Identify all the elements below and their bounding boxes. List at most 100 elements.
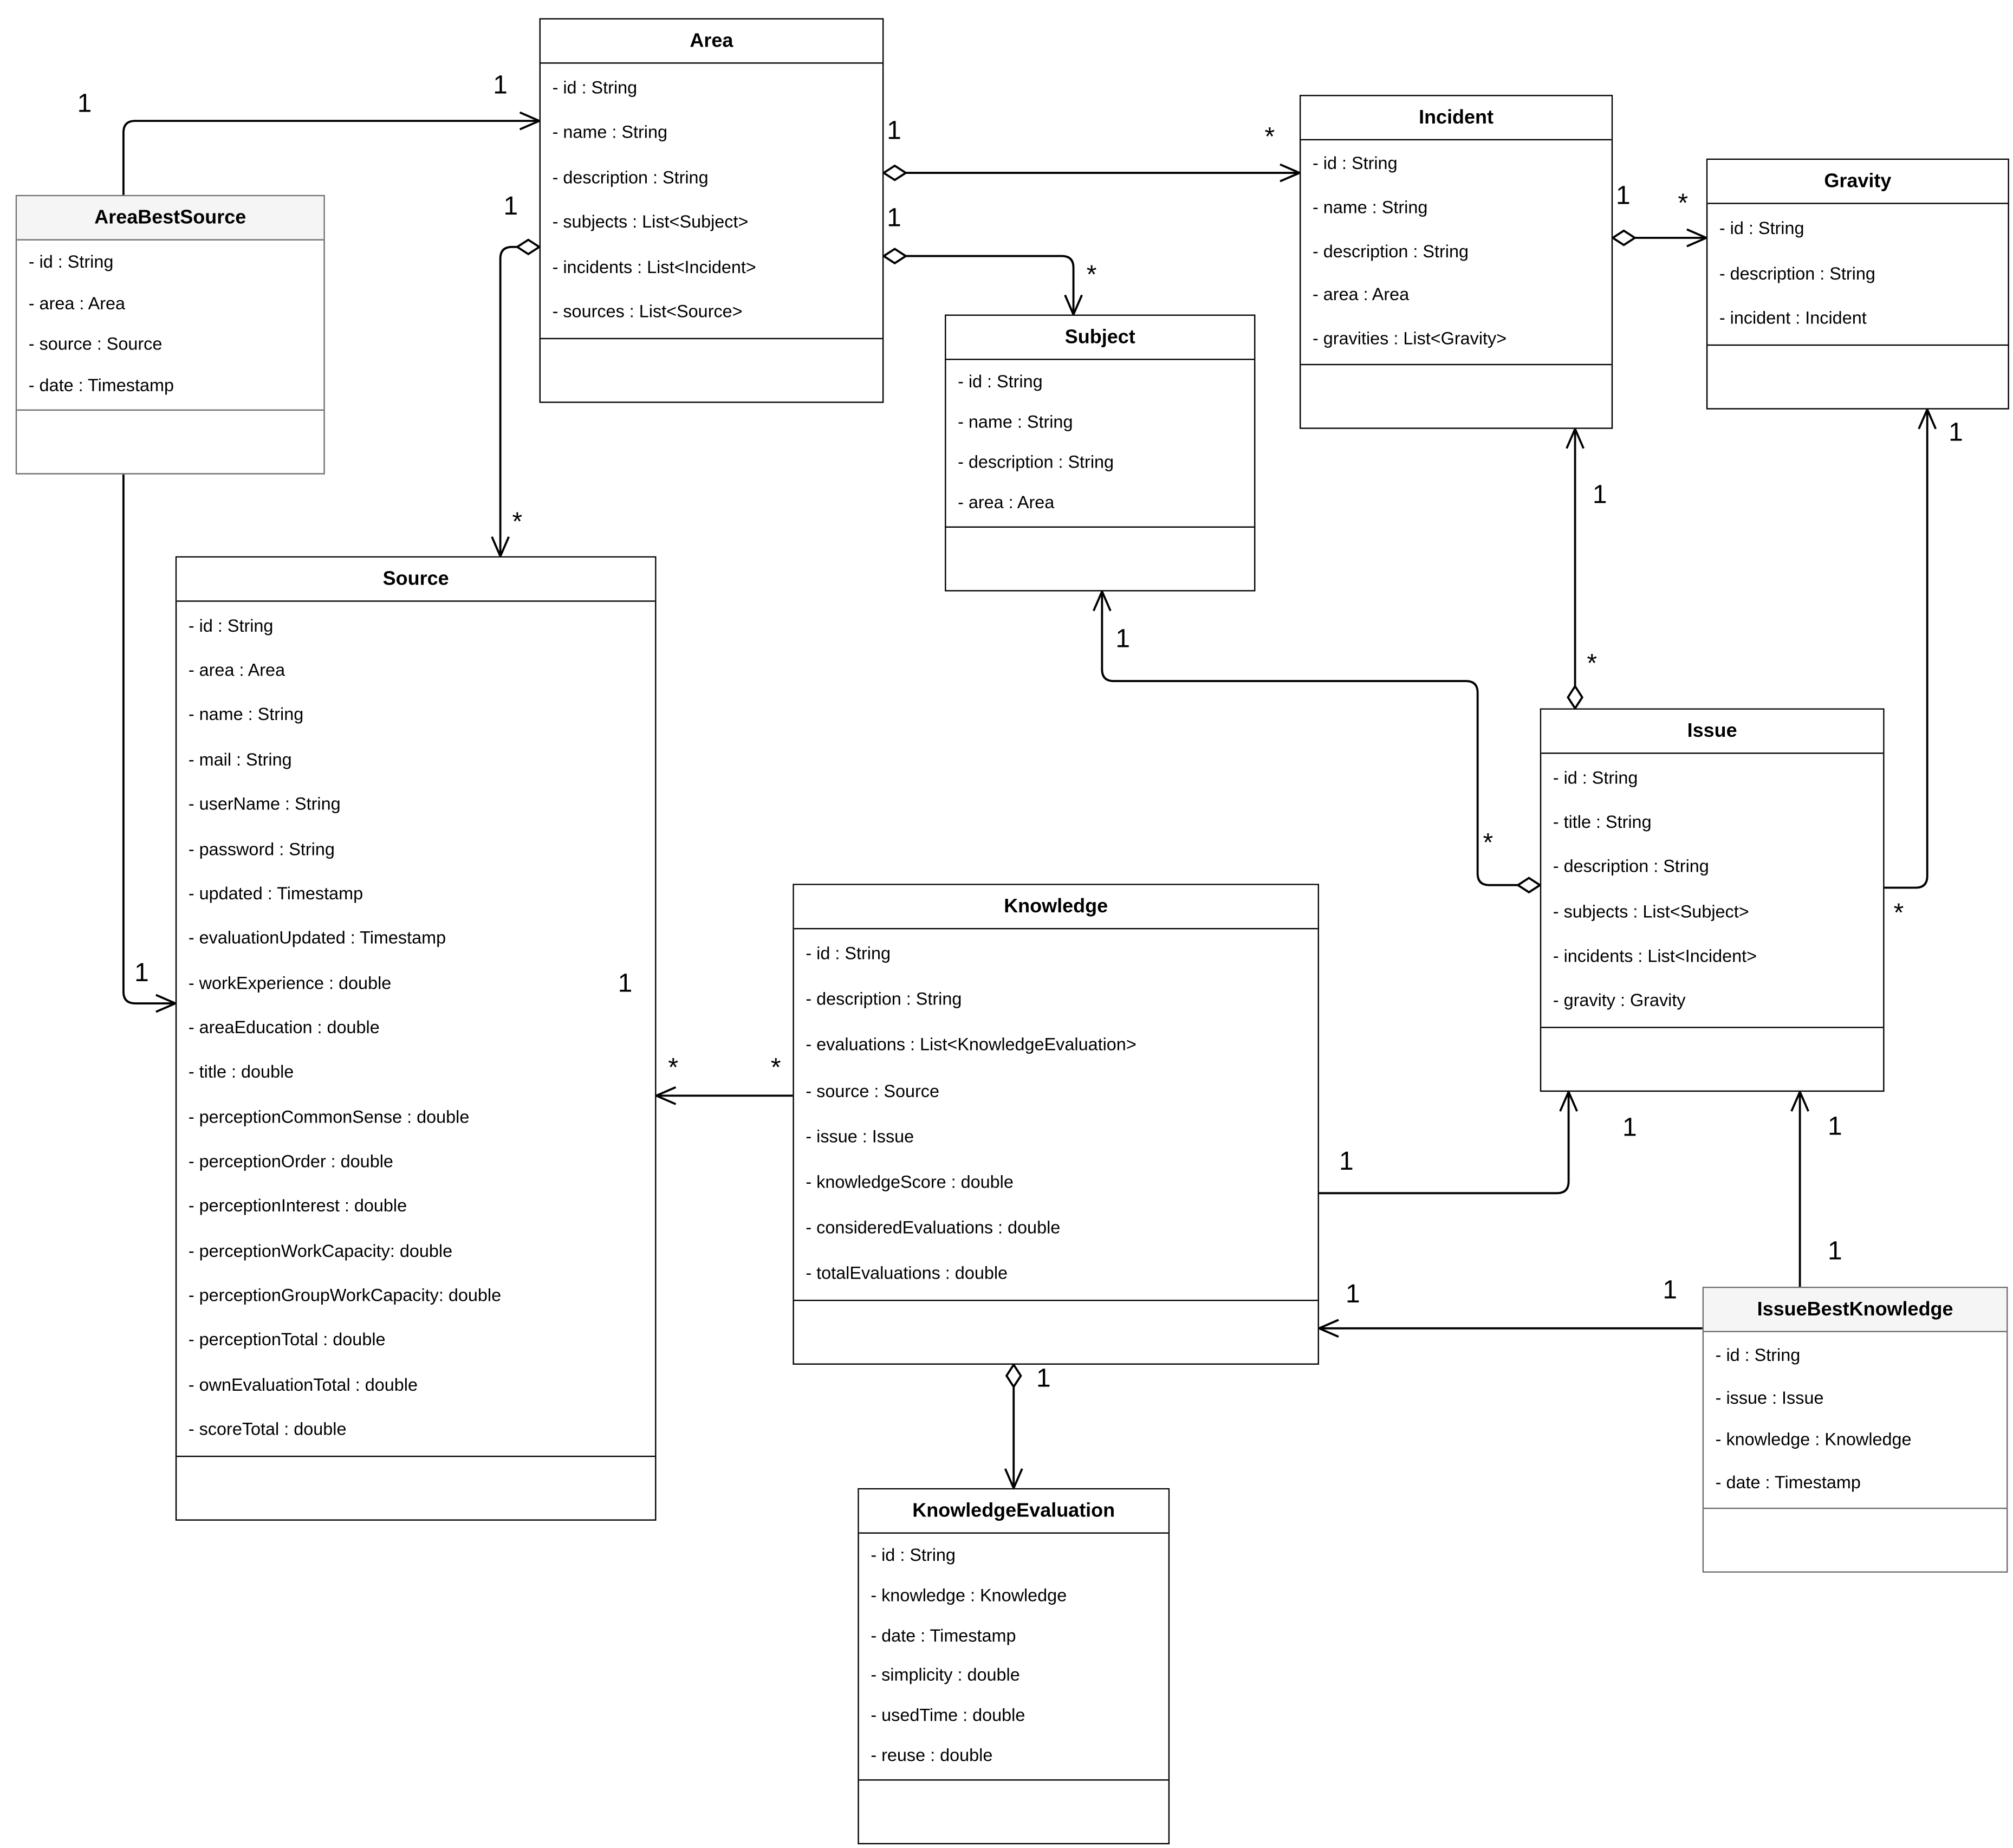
attribute-row: - subjects : List<Subject> — [1553, 902, 1749, 922]
multiplicity-label: 1 — [1616, 181, 1631, 211]
class-attributes: - id : String - title : String - descripti… — [1541, 754, 1883, 1027]
multiplicity-label: 1 — [618, 969, 633, 998]
attribute-row: - id : String — [1715, 1345, 1801, 1365]
open-diamond-icon — [881, 248, 908, 265]
open-diamond-icon — [515, 238, 542, 256]
class-attributes: - id : String - name : String - descriptio… — [1301, 140, 1611, 364]
attribute-row: - id : String — [28, 252, 114, 273]
multiplicity-label: 1 — [1346, 1280, 1360, 1309]
attribute-row: - id : String — [1553, 768, 1638, 788]
open-arrowhead-icon — [1092, 588, 1112, 612]
multiplicity-label: 1 — [1949, 418, 1963, 448]
attribute-row: - name : String — [188, 705, 304, 725]
class-box-knowledge: Knowledge - id : String- description : S… — [793, 884, 1319, 1365]
multiplicity-label: 1 — [1592, 481, 1607, 510]
attribute-row: - incidents : List<Incident> — [1553, 946, 1757, 966]
attribute-row: - id : String — [552, 77, 638, 98]
class-attributes: - id : String- description : String- eva… — [794, 929, 1318, 1300]
multiplicity-label: * — [512, 508, 523, 537]
class-attributes: - id : String - name : String - descriptio… — [541, 64, 882, 338]
class-empty-compartment — [1704, 1507, 2007, 1572]
class-title: Subject — [946, 315, 1255, 360]
attribute-row: - knowledgeScore : double — [806, 1172, 1014, 1192]
connector-issue-subject — [1101, 591, 1540, 886]
open-diamond-icon — [881, 164, 908, 181]
attribute-row: - id : String — [871, 1545, 956, 1565]
class-empty-compartment — [1707, 344, 2008, 408]
class-empty-compartment — [1541, 1027, 1884, 1091]
class-title: Area — [540, 19, 882, 64]
attribute-row: - scoreTotal : double — [188, 1419, 347, 1440]
attribute-row: - title : String — [1553, 812, 1652, 832]
attribute-row: - description : String — [552, 167, 709, 187]
multiplicity-label: * — [1893, 899, 1904, 928]
class-title: Incident — [1301, 96, 1612, 141]
attribute-row: - description : String — [1312, 241, 1469, 261]
multiplicity-label: * — [668, 1054, 679, 1083]
attribute-row: - perceptionCommonSense : double — [188, 1107, 470, 1127]
attribute-row: - date : Timestamp — [28, 375, 174, 395]
attribute-row: - workExperience : double — [188, 972, 392, 993]
attribute-row: - ownEvaluationTotal : double — [188, 1374, 418, 1395]
attribute-row: - name : String — [958, 412, 1073, 432]
open-arrowhead-icon — [1686, 228, 1709, 248]
class-attributes: - id : String- description : String- inc… — [1707, 204, 2008, 345]
attribute-row: - description : String — [1719, 263, 1875, 283]
attribute-row: - name : String — [552, 122, 667, 142]
class-empty-compartment — [794, 1300, 1318, 1364]
open-arrowhead-icon — [1064, 294, 1083, 317]
attribute-row: - area : Area — [28, 293, 126, 313]
attribute-row: - description : String — [1553, 857, 1709, 877]
open-arrowhead-icon — [491, 536, 510, 559]
multiplicity-label: 1 — [503, 192, 518, 221]
connector-area-subject — [884, 255, 1075, 315]
class-attributes: - id : String- name : String- descriptio… — [946, 360, 1254, 527]
multiplicity-label: 1 — [1828, 1112, 1842, 1142]
multiplicity-label: 1 — [1622, 1113, 1637, 1143]
class-box-subject: Subject - id : String- name : String- de… — [945, 314, 1256, 592]
attribute-row: - name : String — [1312, 197, 1428, 217]
attribute-row: - area : Area — [958, 492, 1055, 513]
attribute-row: - source : Source — [806, 1080, 939, 1100]
class-title: AreaBestSource — [17, 196, 324, 241]
class-attributes: - id : String- issue : Issue- knowledge … — [1704, 1332, 2006, 1508]
attribute-row: - perceptionTotal : double — [188, 1330, 386, 1350]
attribute-row: - gravity : Gravity — [1553, 990, 1686, 1010]
multiplicity-label: 1 — [1115, 625, 1131, 654]
multiplicity-label: * — [1483, 829, 1493, 858]
class-title: IssueBestKnowledge — [1704, 1288, 2007, 1332]
attribute-row: - mail : String — [188, 749, 292, 769]
class-attributes: - id : String- area : Area- name : Strin… — [177, 602, 655, 1456]
connector-issue-gravity — [1884, 409, 1928, 889]
class-empty-compartment — [946, 526, 1255, 591]
attribute-row: - gravities : List<Gravity> — [1312, 328, 1507, 348]
open-arrowhead-icon — [1004, 1468, 1023, 1491]
class-box-issue: Issue - id : String- title : String- des… — [1540, 708, 1885, 1092]
class-empty-compartment — [17, 409, 324, 474]
multiplicity-label: * — [1086, 261, 1097, 290]
open-diamond-icon — [1611, 229, 1637, 247]
attribute-row: - password : String — [188, 839, 335, 859]
class-title: KnowledgeEvaluation — [859, 1489, 1168, 1534]
attribute-row: - totalEvaluations : double — [806, 1263, 1008, 1283]
class-empty-compartment — [177, 1455, 655, 1520]
attribute-row: - id : String — [806, 943, 891, 963]
attribute-row: - id : String — [958, 372, 1043, 392]
open-diamond-icon — [1005, 1363, 1022, 1389]
attribute-row: - incident : Incident — [1719, 308, 1867, 328]
class-box-area: Area - id : String - name : String - descr… — [539, 18, 884, 403]
attribute-row: - consideredEvaluations : double — [806, 1217, 1061, 1237]
class-box-areabestsource: AreaBestSource - id : String - area : Are… — [15, 194, 325, 475]
attribute-row: - updated : Timestamp — [188, 884, 363, 904]
attribute-row: - evaluations : List<KnowledgeEvaluation… — [806, 1035, 1137, 1055]
multiplicity-label: * — [1678, 190, 1689, 219]
attribute-row: - id : String — [1312, 153, 1398, 173]
class-title: Source — [177, 557, 655, 602]
attribute-row: - perceptionOrder : double — [188, 1151, 393, 1171]
attribute-row: - title : double — [188, 1062, 294, 1082]
multiplicity-label: 1 — [1036, 1364, 1051, 1393]
attribute-row: - userName : String — [188, 794, 341, 814]
